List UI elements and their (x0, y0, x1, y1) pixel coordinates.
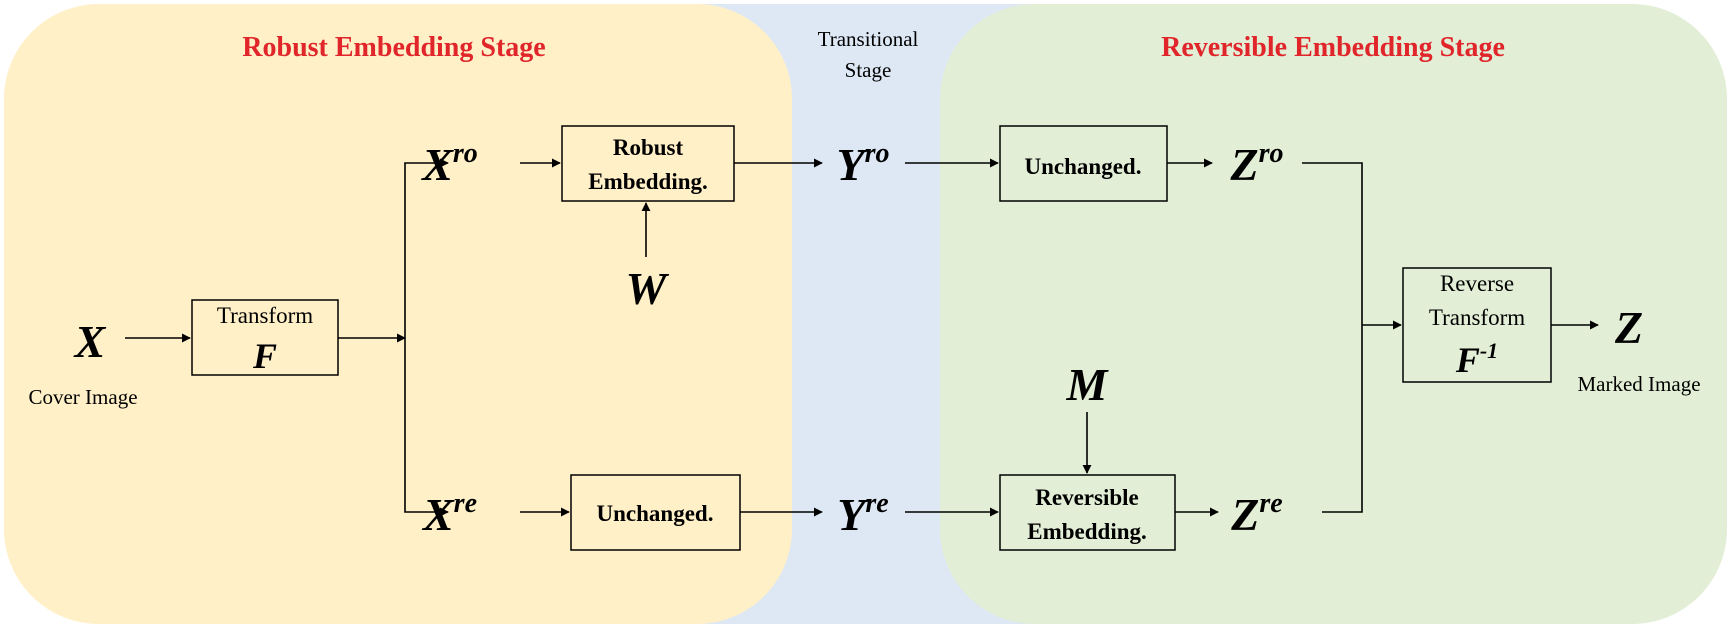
y-ro-signal: Yro (836, 138, 889, 190)
cover-image-symbol: X (73, 316, 107, 367)
message-symbol: M (1066, 359, 1110, 410)
y-re-signal: Yre (837, 488, 888, 540)
reverse-transform-label-line1: Reverse (1440, 271, 1514, 296)
x-re-signal: Xre (421, 488, 477, 540)
reverse-transform-symbol-sup: -1 (1480, 338, 1498, 363)
watermark-symbol: W (626, 263, 670, 314)
y-ro-base: Y (836, 139, 868, 190)
robust-stage-panel (4, 4, 792, 624)
transitional-stage-title-line2: Stage (845, 58, 892, 82)
z-ro-base: Z (1229, 139, 1258, 190)
marked-image-caption: Marked Image (1577, 372, 1700, 396)
y-ro-sup: ro (865, 138, 890, 169)
x-ro-base: X (420, 139, 454, 190)
robust-embedding-label-line1: Robust (613, 135, 684, 160)
unchanged-bottom-label: Unchanged. (597, 501, 714, 526)
transitional-stage-title-line1: Transitional (818, 27, 919, 51)
reversible-embedding-label-line2: Embedding. (1027, 519, 1147, 544)
z-re-signal: Zre (1230, 488, 1282, 540)
z-re-sup: re (1259, 488, 1282, 519)
robust-stage-title: Robust Embedding Stage (242, 32, 545, 63)
x-ro-sup: ro (453, 138, 478, 169)
z-ro-signal: Zro (1229, 138, 1283, 190)
y-re-sup: re (865, 488, 888, 519)
split-line-to-x-re (404, 338, 449, 517)
reverse-transform-label-line2: Transform (1429, 305, 1525, 330)
reversible-stage-panel (940, 4, 1727, 624)
unchanged-top-label: Unchanged. (1025, 154, 1142, 179)
robust-embedding-label-line2: Embedding. (588, 169, 708, 194)
reverse-transform-symbol-base: F (1455, 340, 1480, 380)
z-ro-sup: ro (1259, 138, 1284, 169)
split-line-to-x-ro (404, 158, 449, 338)
z-re-base: Z (1230, 489, 1259, 540)
reversible-stage-title: Reversible Embedding Stage (1161, 32, 1505, 63)
marked-image-symbol: Z (1614, 302, 1643, 353)
x-re-sup: re (454, 488, 477, 519)
transform-label: Transform (217, 303, 313, 328)
reverse-transform-symbol: F-1 (1455, 338, 1498, 380)
merge-line-z-ro (1302, 162, 1363, 513)
transform-symbol: F (252, 336, 277, 376)
cover-image-caption: Cover Image (28, 385, 137, 409)
x-re-base: X (421, 489, 455, 540)
y-re-base: Y (837, 489, 869, 540)
reversible-embedding-label-line1: Reversible (1035, 485, 1138, 510)
